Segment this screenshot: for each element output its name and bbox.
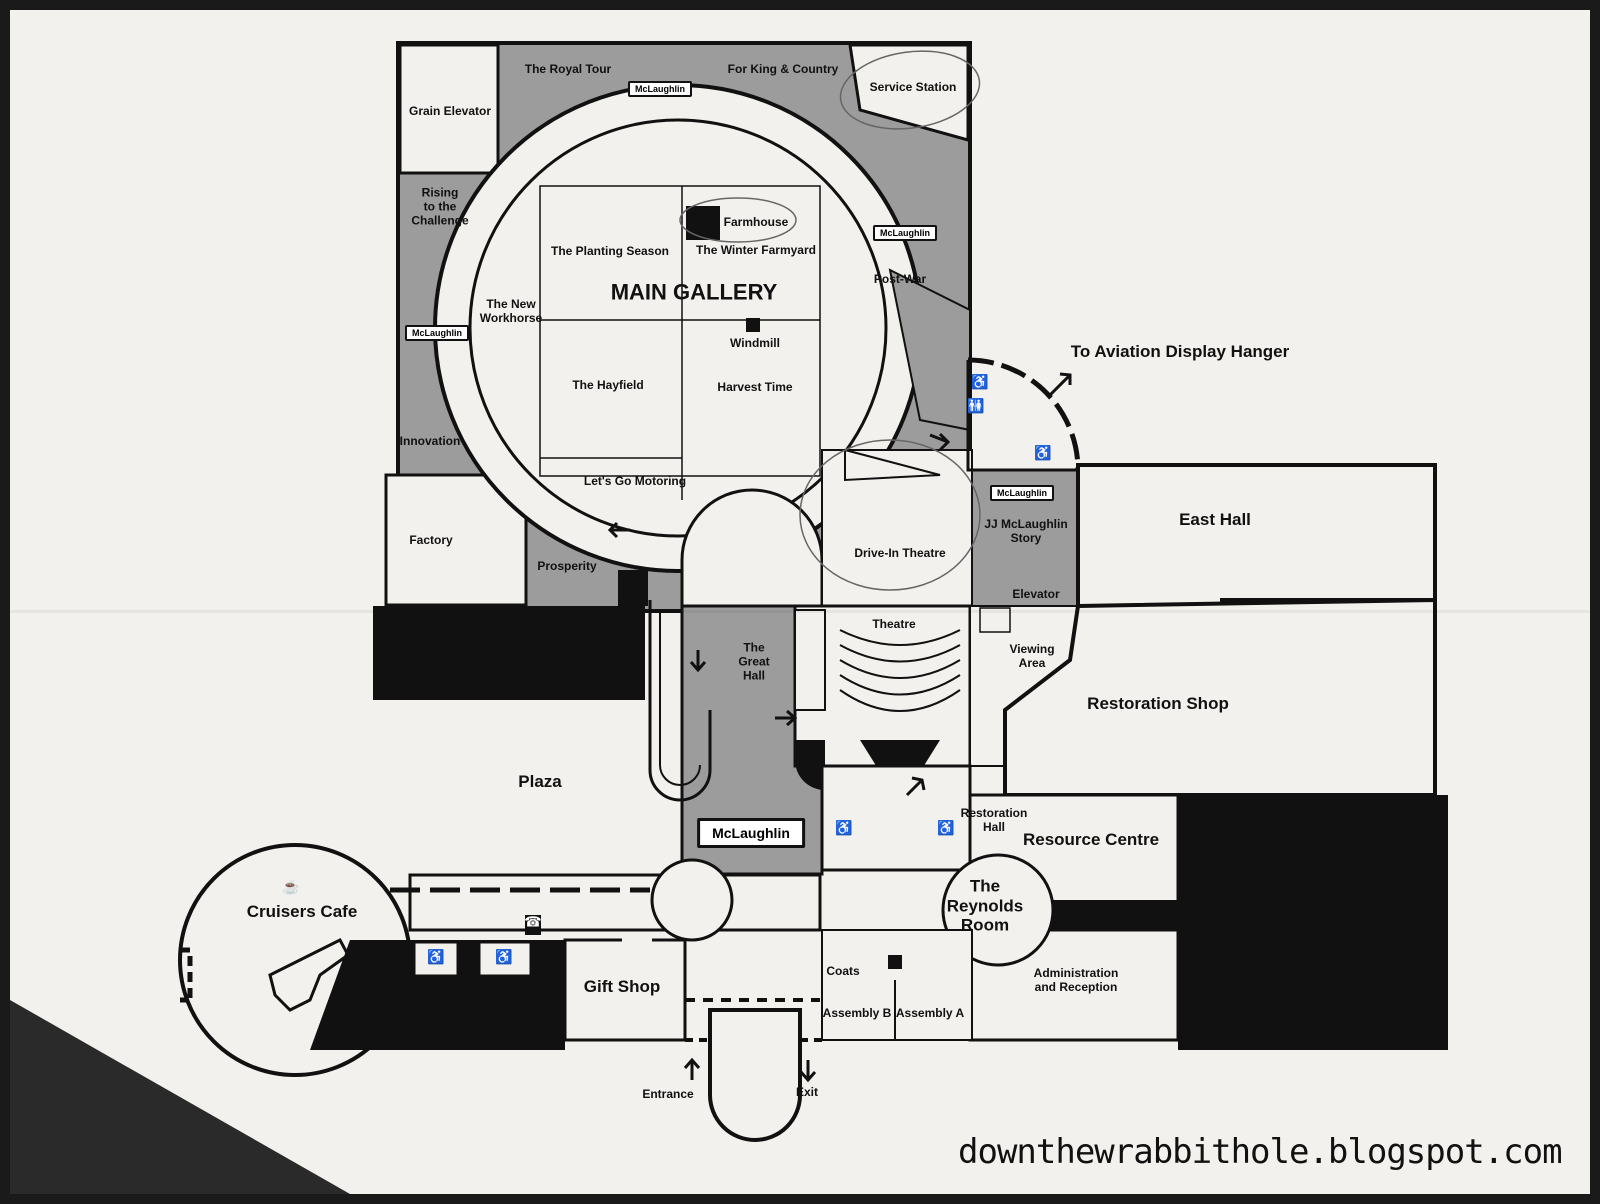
accessible-icon: ♿	[495, 948, 513, 965]
room-farmhouse: Farmhouse	[723, 215, 789, 230]
room-east-hall: East Hall	[1179, 510, 1251, 530]
mclaughlin-badge: McLaughlin	[405, 325, 469, 341]
room-harvest: Harvest Time	[717, 380, 793, 395]
room-innovation: Innovation	[399, 434, 461, 449]
room-new-workhorse: The New Workhorse	[479, 297, 543, 325]
room-elevator: Elevator	[1012, 587, 1060, 602]
room-assembly-b: Assembly B	[822, 1006, 892, 1021]
room-grain-elevator: Grain Elevator	[408, 104, 492, 119]
room-post-war: Post-War	[873, 272, 927, 287]
room-viewing-area: Viewing Area	[1009, 642, 1055, 670]
map-paper: The Royal Tour For King & Country Servic…	[10, 10, 1590, 1194]
accessible-icon: ♿	[971, 373, 989, 390]
room-restoration-shop: Restoration Shop	[1087, 694, 1229, 714]
mclaughlin-badge: McLaughlin	[873, 225, 937, 241]
room-coats: Coats	[826, 964, 860, 979]
room-planting: The Planting Season	[550, 244, 670, 259]
mclaughlin-badge: McLaughlin	[628, 81, 692, 97]
accessible-icon: ♿	[937, 819, 955, 836]
phone-icon: ☎	[524, 913, 542, 930]
room-drive-in: Drive-In Theatre	[854, 546, 946, 561]
room-windmill: Windmill	[730, 336, 780, 351]
main-gallery-title: MAIN GALLERY	[610, 279, 778, 305]
room-plaza: Plaza	[518, 772, 562, 792]
floor-plan	[10, 41, 1448, 1194]
accessible-icon: ♿	[835, 819, 853, 836]
room-admin: Administration and Reception	[1033, 966, 1119, 994]
room-reynolds: The Reynolds Room	[946, 876, 1024, 935]
room-winter: The Winter Farmyard	[696, 243, 816, 258]
room-prosperity: Prosperity	[537, 559, 597, 574]
room-restoration-hall: Restoration Hall	[960, 806, 1028, 834]
room-mclaughlin-story: JJ McLaughlin Story	[984, 517, 1068, 545]
room-royal-tour: The Royal Tour	[524, 62, 612, 77]
mclaughlin-badge-large: McLaughlin	[697, 818, 805, 848]
room-rising: Rising to the Challenge	[411, 185, 469, 227]
accessible-icon: ♿	[1034, 444, 1052, 461]
restroom-icon: 🚻	[967, 397, 985, 414]
mclaughlin-badge: McLaughlin	[990, 485, 1054, 501]
room-king-country: For King & Country	[727, 62, 839, 77]
room-motoring: Let's Go Motoring	[583, 474, 687, 489]
room-hayfield: The Hayfield	[572, 378, 644, 393]
room-gift-shop: Gift Shop	[583, 977, 661, 997]
accessible-icon: ♿	[427, 948, 445, 965]
room-service-station: Service Station	[869, 80, 957, 95]
coffee-icon: ☕	[282, 878, 300, 895]
watermark: downthewrabbithole.blogspot.com	[958, 1132, 1563, 1172]
room-resource-centre: Resource Centre	[1022, 830, 1160, 850]
room-cafe: Cruisers Cafe	[246, 902, 358, 922]
aviation-direction: To Aviation Display Hanger	[1070, 342, 1290, 362]
room-theatre: Theatre	[872, 617, 916, 632]
room-assembly-a: Assembly A	[895, 1006, 965, 1021]
entrance-label: Entrance	[642, 1087, 694, 1102]
exit-label: Exit	[795, 1085, 819, 1100]
room-factory: Factory	[409, 533, 453, 548]
room-great-hall: The Great Hall	[738, 640, 770, 682]
